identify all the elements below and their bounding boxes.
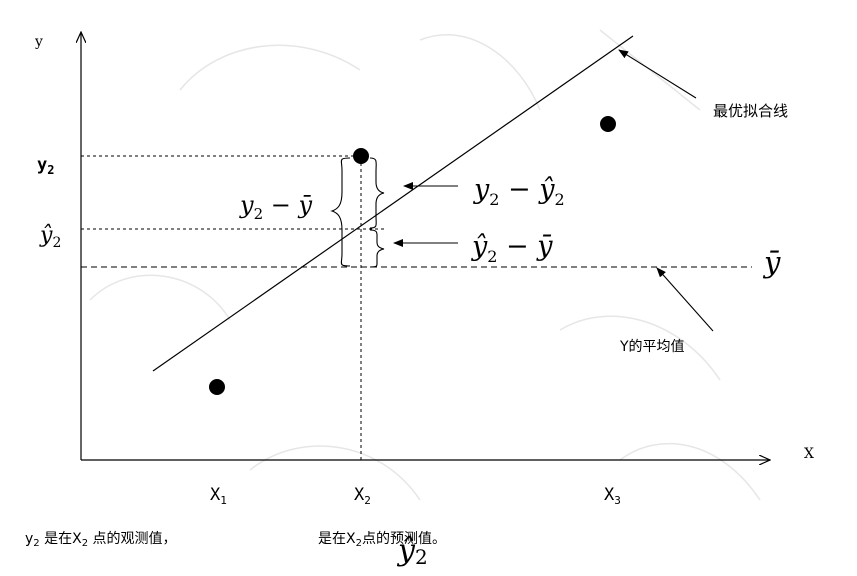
- y-axis-label: y: [34, 34, 43, 50]
- total-deviation-brace: [330, 157, 351, 267]
- caption-observed: y2 是在X2 点的观测值，: [25, 531, 177, 549]
- best-fit-line: [152, 35, 634, 372]
- tick-x2: X2: [354, 485, 371, 507]
- watermark: [89, 29, 761, 501]
- mean-annotation-arrow: [656, 267, 714, 332]
- residual-label: y2 − ŷ2: [473, 174, 565, 209]
- yhat2-axis-label: ŷ2: [39, 223, 61, 251]
- ybar-label: ȳ: [762, 245, 781, 279]
- data-point-1: [209, 379, 225, 395]
- caption-predicted: 是在X2点的预测值。: [318, 531, 446, 549]
- best-fit-annotation: 最优拟合线: [713, 102, 788, 120]
- data-point-3: [600, 116, 616, 132]
- residual-brace: [369, 157, 385, 229]
- caption-yhat-symbol: ŷ2: [396, 533, 428, 569]
- explained-label: ŷ2 − ȳ: [471, 231, 553, 266]
- explained-brace: [369, 229, 385, 268]
- best-fit-annotation-arrow: [618, 49, 697, 99]
- x-axis-label: X: [804, 446, 814, 462]
- data-point-2: [353, 148, 369, 164]
- tick-x3: X3: [604, 485, 621, 507]
- y2-axis-label: y2: [37, 155, 54, 177]
- tick-x1: X1: [210, 485, 227, 507]
- mean-annotation: Y的平均值: [619, 339, 685, 355]
- total-deviation-label: y2 − ȳ: [239, 191, 312, 223]
